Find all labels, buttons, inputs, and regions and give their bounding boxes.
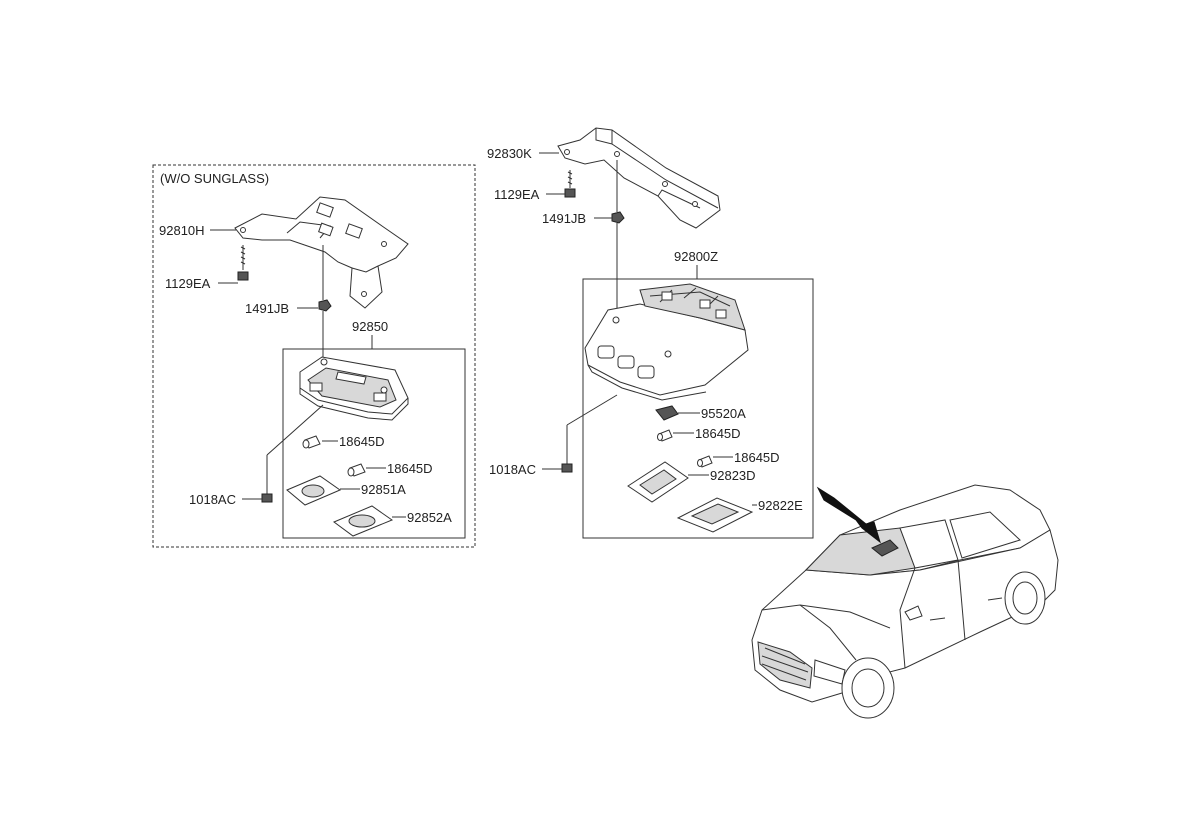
label-92810h: 92810H [159,223,205,238]
label-1018ac-right: 1018AC [489,462,536,477]
label-18645d-left-upper: 18645D [339,434,385,449]
label-92851a: 92851A [361,482,406,497]
label-1018ac-left: 1018AC [189,492,236,507]
label-92823d: 92823D [710,468,756,483]
label-18645d-right-upper: 18645D [695,426,741,441]
label-1491jb-right: 1491JB [542,211,586,226]
lens-92851a [286,475,342,506]
bracket-92810h [234,196,409,309]
lens-92852a [332,505,394,537]
label-1491jb-left: 1491JB [245,301,289,316]
label-92830k: 92830K [487,146,532,161]
box-92800z [582,278,814,539]
box-92850 [282,348,466,539]
switch-95520a [655,405,679,421]
bracket-92830k [557,127,721,229]
label-95520a: 95520A [701,406,746,421]
car-locator-illustration [751,484,1059,719]
variant-dashed-frame [152,164,476,548]
label-18645d-left-lower: 18645D [387,461,433,476]
variant-label: (W/O SUNGLASS) [160,171,269,186]
screw-1018ac-left [261,486,273,503]
label-92850: 92850 [352,319,388,334]
label-1129ea-left: 1129EA [165,276,211,291]
clip-1491jb-left [318,299,332,312]
label-92852a: 92852A [407,510,452,525]
locator-arrow [816,486,881,544]
lamp-housing-92850 [299,356,409,421]
screw-1129ea-left [237,245,249,281]
bulb-18645d-left-upper [302,435,321,449]
screw-1018ac-right [561,458,573,473]
label-92800z: 92800Z [674,249,718,264]
bulb-18645d-right-lower [697,455,713,468]
console-92800z [584,283,749,401]
lens-92823d [627,461,689,503]
label-1129ea-right: 1129EA [494,187,540,202]
bulb-18645d-left-lower [347,463,366,477]
label-92822e: 92822E [758,498,803,513]
clip-1491jb-right [611,211,625,224]
screw-1129ea-right [564,170,576,198]
lens-92822e [676,497,754,533]
label-18645d-right-lower: 18645D [734,450,780,465]
bulb-18645d-right-upper [657,429,673,442]
